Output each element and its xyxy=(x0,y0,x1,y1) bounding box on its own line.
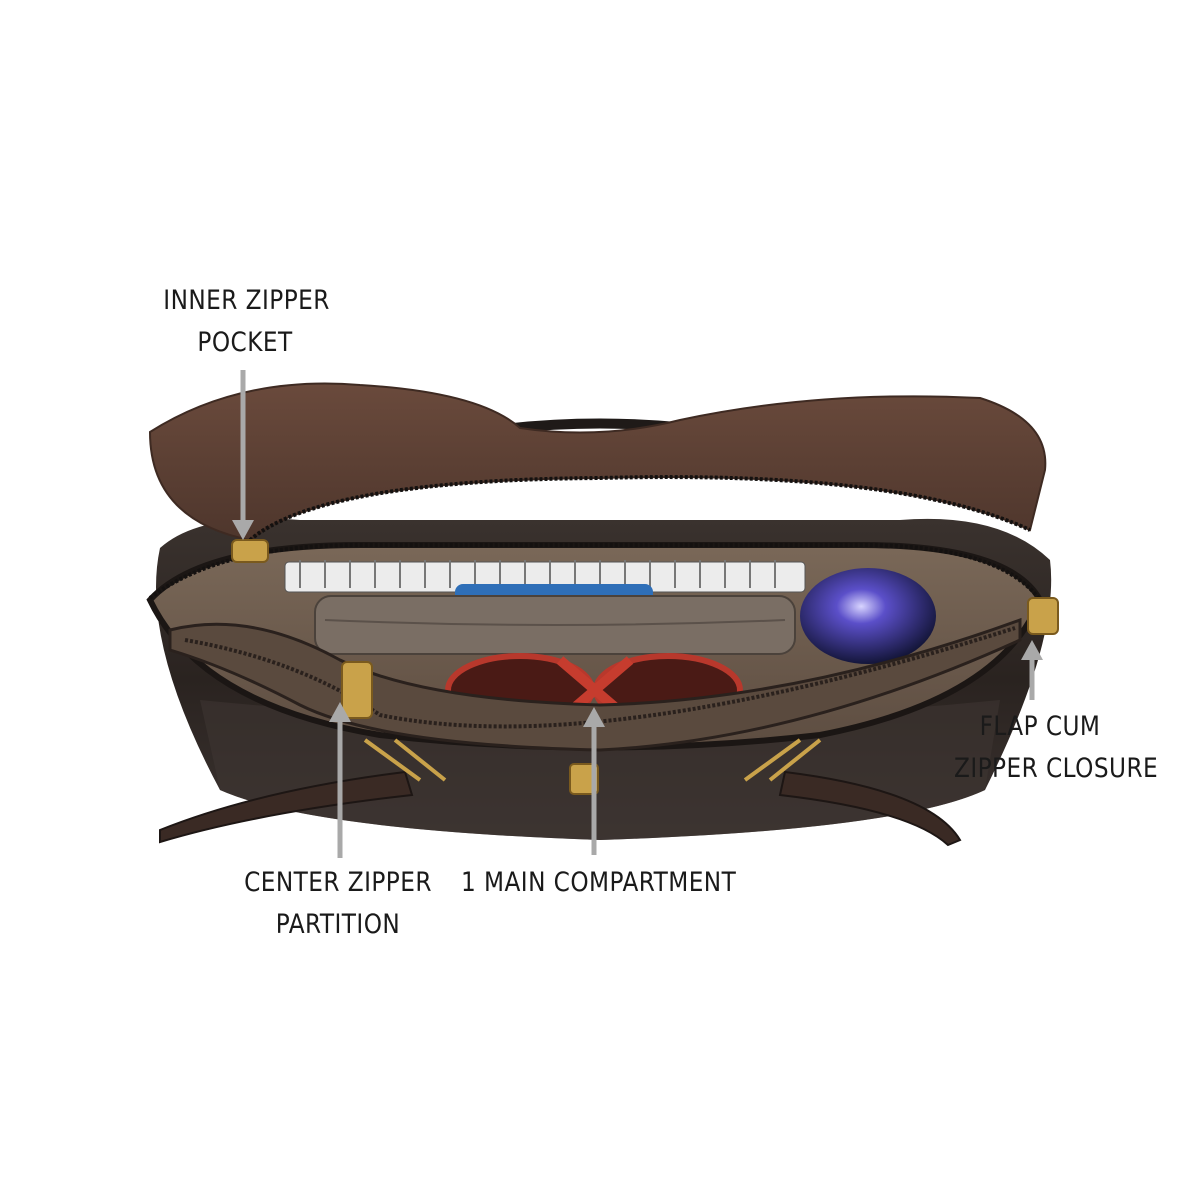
label-line: ZIPPER CLOSURE xyxy=(954,753,1159,784)
top-zipper xyxy=(148,543,1042,602)
handle-left xyxy=(159,770,414,844)
callout-arrows xyxy=(232,370,1043,858)
inner-zipper xyxy=(248,475,1031,542)
turn-lock xyxy=(569,763,599,795)
label-line: FLAP CUM xyxy=(979,711,1101,742)
label-inner-zipper-pocket: INNER ZIPPER POCKET xyxy=(163,280,330,364)
notebook-spiral xyxy=(299,560,776,588)
handle-right xyxy=(778,770,962,847)
label-line: 1 MAIN COMPARTMENT xyxy=(461,867,737,898)
label-main-compartment: 1 MAIN COMPARTMENT xyxy=(461,862,737,904)
flap xyxy=(148,382,1047,542)
label-line: CENTER ZIPPER xyxy=(244,867,432,898)
label-line: INNER ZIPPER xyxy=(163,285,330,316)
label-center-zipper-partition: CENTER ZIPPER PARTITION xyxy=(243,862,432,946)
center-zip-pull xyxy=(341,661,373,719)
label-flap-cum-zipper-closure: FLAP CUM ZIPPER CLOSURE xyxy=(954,706,1159,790)
label-line: POCKET xyxy=(197,327,293,358)
main-zip-pull xyxy=(1027,597,1059,635)
label-line: PARTITION xyxy=(275,909,401,940)
inner-zip-pull xyxy=(231,539,269,563)
bottle xyxy=(800,568,936,664)
